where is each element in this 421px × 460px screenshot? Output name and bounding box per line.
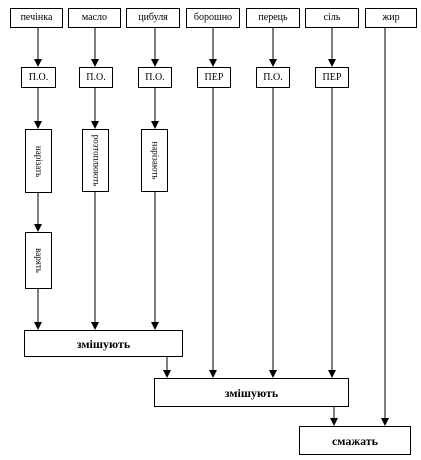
ingredient-flour: борошно: [186, 8, 240, 28]
process-flour: ПЕР: [197, 67, 231, 88]
final-step-fry: смажать: [299, 426, 411, 455]
ingredient-onion: цибуля: [126, 8, 180, 28]
step-liver-boil-label: варять: [34, 248, 44, 273]
ingredient-salt: сіль: [305, 8, 359, 28]
step-onion-cut-label: нарізають: [150, 141, 161, 180]
mix-step-1: змішують: [24, 330, 183, 357]
step-liver-cut-label: нарізать: [34, 145, 45, 177]
step-butter-melt-label: розтоплюють: [91, 134, 102, 187]
mix-step-2: змішують: [154, 378, 349, 407]
process-pepper: П.О.: [256, 67, 290, 88]
step-liver-cut: нарізать: [25, 129, 52, 193]
ingredient-pepper: перець: [246, 8, 300, 28]
process-onion: П.О.: [138, 67, 172, 88]
step-onion-cut: нарізають: [141, 129, 168, 192]
process-salt: ПЕР: [315, 67, 349, 88]
process-liver: П.О.: [21, 67, 56, 88]
step-butter-melt: розтоплюють: [82, 129, 109, 192]
process-butter: П.О.: [79, 67, 113, 88]
ingredient-fat: жир: [365, 8, 417, 28]
ingredient-liver: печінка: [10, 8, 63, 28]
ingredient-butter: масло: [68, 8, 121, 28]
step-liver-boil: варять: [25, 232, 52, 289]
